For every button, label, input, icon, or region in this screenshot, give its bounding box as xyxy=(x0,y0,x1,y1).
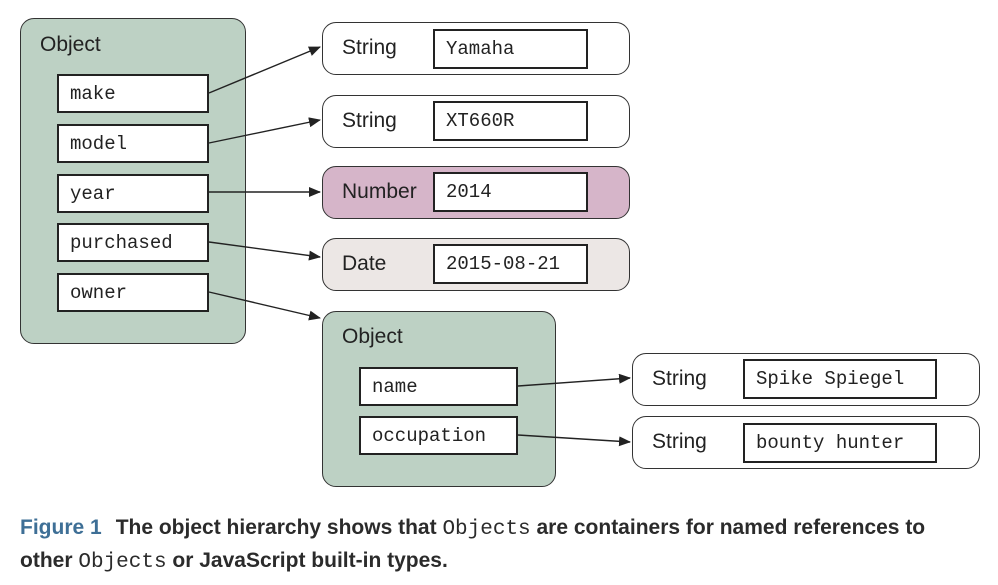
arrow-name xyxy=(517,373,631,387)
arrow-model xyxy=(208,117,321,144)
field-model: model xyxy=(57,124,209,163)
field-purchased: purchased xyxy=(57,223,209,262)
type-label: String xyxy=(652,367,707,390)
field-make: make xyxy=(57,74,209,113)
value-name: Spike Spiegel xyxy=(743,359,937,399)
arrow-occupation xyxy=(517,434,631,447)
field-year: year xyxy=(57,174,209,213)
arrow-owner xyxy=(208,291,321,321)
type-label: String xyxy=(342,36,397,59)
type-label: Number xyxy=(342,180,417,203)
caption-text-1: The object hierarchy shows that xyxy=(115,516,443,539)
caption-text-3: or JavaScript built-in types. xyxy=(166,549,448,572)
field-name: name xyxy=(359,367,518,406)
root-object-label: Object xyxy=(40,33,101,56)
field-owner: owner xyxy=(57,273,209,312)
arrow-make xyxy=(208,46,321,94)
type-label: String xyxy=(342,109,397,132)
caption-text-2: are containers for named references to o… xyxy=(20,516,926,572)
value-year: 2014 xyxy=(433,172,588,212)
owner-object-label: Object xyxy=(342,325,403,348)
value-model: XT660R xyxy=(433,101,588,141)
type-label: Date xyxy=(342,252,387,275)
value-occupation: bounty hunter xyxy=(743,423,937,463)
value-make: Yamaha xyxy=(433,29,588,69)
caption-code-1: Objects xyxy=(442,518,531,541)
caption-code-2: Objects xyxy=(78,551,167,574)
field-occupation: occupation xyxy=(359,416,518,455)
figure-number: Figure 1 xyxy=(20,516,102,539)
arrow-purchased xyxy=(208,241,321,261)
type-label: String xyxy=(652,430,707,453)
value-purchased: 2015-08-21 xyxy=(433,244,588,284)
